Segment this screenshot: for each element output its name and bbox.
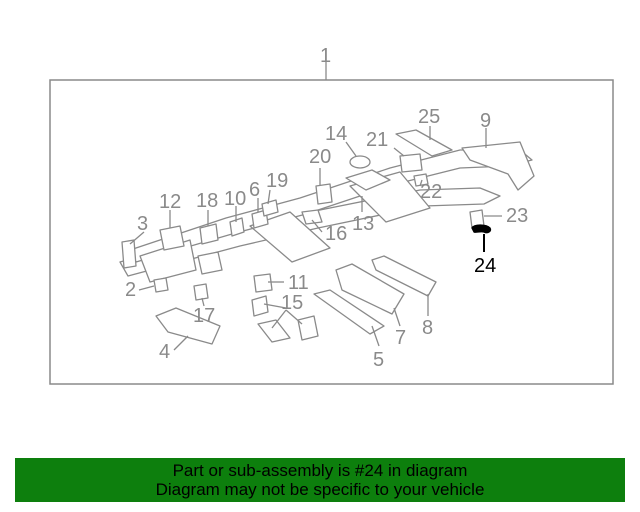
callout-18[interactable]: 18 [196, 190, 218, 212]
banner-line-1: Part or sub-assembly is #24 in diagram [172, 461, 468, 480]
bracket-16 [301, 209, 323, 225]
callout-16[interactable]: 16 [325, 223, 347, 245]
callout-15[interactable]: 15 [281, 292, 303, 314]
bracket-12 [159, 225, 185, 251]
callout-24[interactable]: 24 [474, 255, 496, 277]
bracket-20 [315, 183, 333, 205]
bracket-22 [413, 173, 429, 187]
rear-frame-end [461, 141, 535, 191]
callout-13[interactable]: 13 [352, 213, 374, 235]
bracket-15c [297, 315, 319, 341]
mount-center [197, 251, 223, 275]
bracket-15b [257, 319, 291, 343]
banner-line-2: Diagram may not be specific to your vehi… [155, 480, 485, 499]
callout-7[interactable]: 7 [395, 327, 406, 349]
crossmember-8 [371, 255, 437, 297]
callout-21[interactable]: 21 [366, 129, 388, 151]
crossmember-7 [335, 263, 405, 315]
bracket-18 [199, 223, 219, 245]
callout-5[interactable]: 5 [373, 349, 384, 371]
callout-20[interactable]: 20 [309, 146, 331, 168]
callout-12[interactable]: 12 [159, 191, 181, 213]
crossmember-5 [313, 289, 385, 335]
bracket-17 [193, 283, 209, 301]
callout-19[interactable]: 19 [266, 170, 288, 192]
callout-8[interactable]: 8 [422, 317, 433, 339]
bracket-10 [229, 217, 245, 237]
center-crossmember [249, 211, 331, 263]
callout-4[interactable]: 4 [159, 341, 170, 363]
callout-11[interactable]: 11 [288, 272, 309, 294]
info-banner: Part or sub-assembly is #24 in diagram D… [15, 458, 625, 502]
callout-17[interactable]: 17 [193, 305, 215, 327]
bracket-21 [399, 153, 423, 173]
callout-9[interactable]: 9 [480, 110, 491, 132]
callout-25[interactable]: 25 [418, 106, 440, 128]
leader-lines [129, 126, 502, 351]
loose-parts [155, 255, 437, 345]
callout-6[interactable]: 6 [249, 179, 260, 201]
crossmember-4 [155, 307, 221, 345]
plate-25 [395, 129, 453, 157]
callout-2[interactable]: 2 [125, 279, 136, 301]
spring-hanger [345, 169, 391, 191]
callout-14[interactable]: 14 [325, 123, 347, 145]
bracket-2 [153, 277, 169, 293]
callout-3[interactable]: 3 [137, 213, 148, 235]
bracket-11 [253, 273, 273, 293]
mount-3 [121, 239, 137, 269]
small-parts [121, 129, 485, 301]
callout-23[interactable]: 23 [506, 205, 528, 227]
parts-diagram: 1 2 [49, 45, 614, 385]
highlighted-part-24[interactable] [471, 224, 492, 234]
callout-10[interactable]: 10 [224, 188, 246, 210]
bracket-19 [261, 199, 279, 217]
callout-1[interactable]: 1 [320, 45, 331, 67]
bracket-15a [251, 295, 269, 317]
callout-22[interactable]: 22 [420, 181, 442, 203]
bushing-14 [349, 155, 371, 169]
diagram-frame-box [49, 79, 614, 385]
